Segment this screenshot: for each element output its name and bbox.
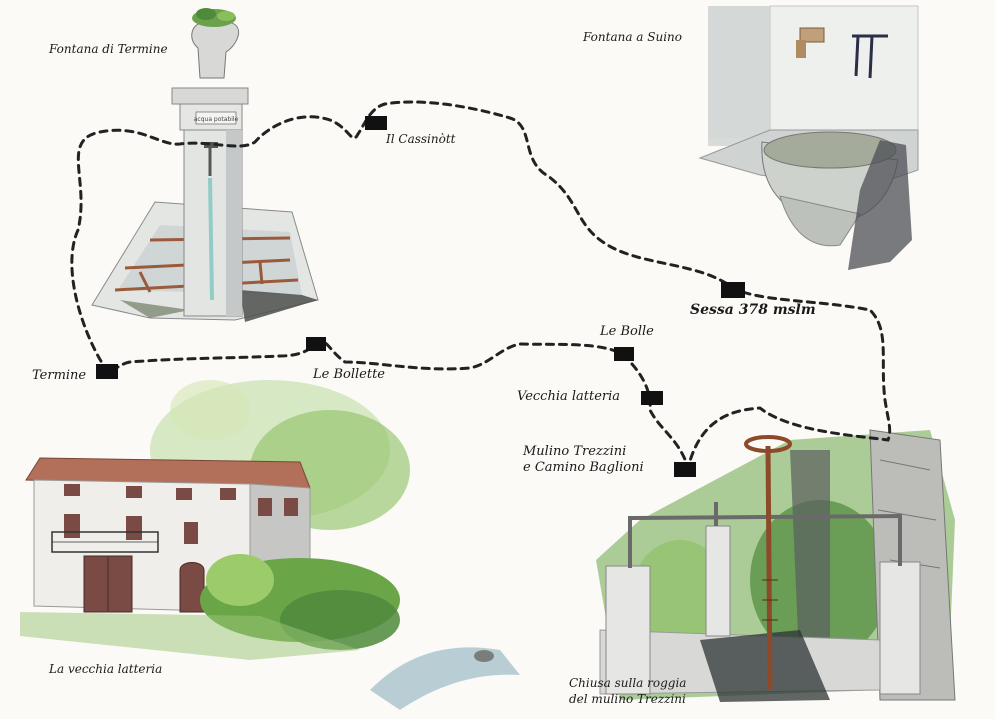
caption-chiusa-line1: Chiusa sulla roggia <box>569 676 687 690</box>
caption-chiusa-line2: del mulino Trezzini <box>569 692 686 706</box>
stop-label-vecchia-latteria: Vecchia latteria <box>517 389 621 404</box>
stop-label-le-bollette: Le Bollette <box>313 367 385 382</box>
stop-label-mulino-line2: e Camino Baglioni <box>523 460 644 475</box>
caption-fontana-termine: Fontana di Termine <box>49 42 168 56</box>
fontana-termine-illustration <box>91 8 319 322</box>
stop-marker-termine <box>96 364 118 379</box>
stop-label-termine: Termine <box>32 368 87 383</box>
chiusa-illustration <box>596 429 956 702</box>
vecchia-latteria-illustration <box>20 380 520 710</box>
stop-marker-sessa <box>721 282 745 298</box>
stop-marker-le-bollette <box>306 337 326 351</box>
caption-vecchia-latteria: La vecchia latteria <box>49 662 163 676</box>
stop-label-mulino-line1: Mulino Trezzini <box>523 444 627 459</box>
hiking-route <box>70 100 892 474</box>
stop-marker-il-cassinott <box>365 116 387 130</box>
fountain-plaque: acqua potabile <box>194 116 239 123</box>
stop-marker-le-bolle <box>614 347 634 361</box>
fontana-suino-illustration <box>698 5 919 270</box>
stop-label-le-bolle: Le Bolle <box>600 324 654 339</box>
stop-label-mulino: Mulino Trezzini e Camino Baglioni <box>523 444 644 476</box>
stop-marker-vecchia-latteria <box>641 391 663 405</box>
stop-label-sessa: Sessa 378 mslm <box>690 302 816 318</box>
stop-marker-mulino <box>674 462 696 477</box>
caption-fontana-suino: Fontana a Suino <box>583 30 683 44</box>
caption-chiusa: Chiusa sulla roggia del mulino Trezzini <box>569 675 686 707</box>
stop-label-il-cassinott: Il Cassinòtt <box>386 132 456 146</box>
